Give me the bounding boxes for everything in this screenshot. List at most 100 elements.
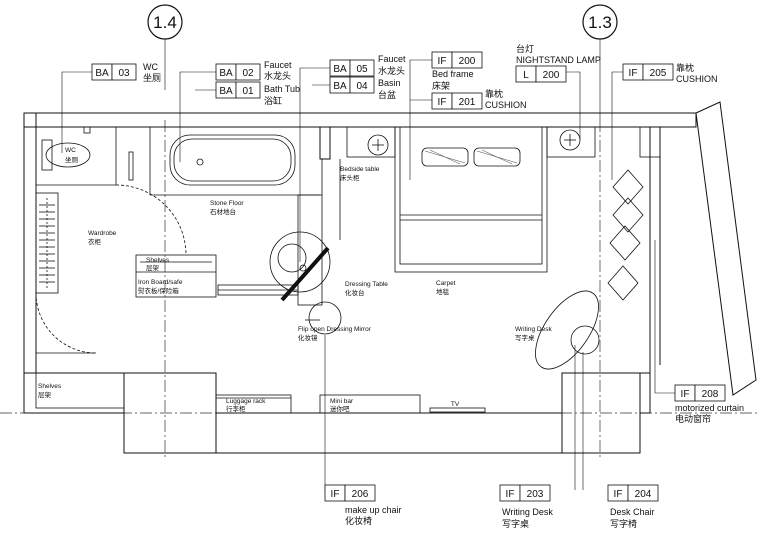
svg-text:203: 203 xyxy=(527,489,544,500)
svg-text:衣柜: 衣柜 xyxy=(88,237,102,246)
svg-text:IF: IF xyxy=(438,56,447,67)
svg-text:206: 206 xyxy=(352,489,369,500)
svg-text:IF: IF xyxy=(681,389,690,400)
svg-text:化妆台: 化妆台 xyxy=(345,288,365,297)
callout-if-204: IF 204 Desk Chair 写字椅 xyxy=(607,484,659,529)
svg-text:化妆椅: 化妆椅 xyxy=(345,515,372,526)
svg-text:熨衣板/保险箱: 熨衣板/保险箱 xyxy=(138,286,179,295)
room-labels: WC 坐厕 Wardrobe 衣柜 Stone Floor 石材地台 Bedsi… xyxy=(38,147,552,413)
window-cushions xyxy=(607,169,644,301)
svg-text:204: 204 xyxy=(635,489,652,500)
callout-if-201: IF 201 靠枕 CUSHION xyxy=(431,88,527,110)
bottom-furniture xyxy=(35,372,486,453)
svg-text:BA: BA xyxy=(95,68,109,79)
grid-axes xyxy=(0,38,760,460)
svg-text:IF: IF xyxy=(506,489,515,500)
svg-text:浴缸: 浴缸 xyxy=(264,95,282,106)
grid-bubble-right: 1.3 xyxy=(582,4,618,40)
svg-text:Bath Tub: Bath Tub xyxy=(264,84,300,94)
svg-text:写字桌: 写字桌 xyxy=(515,333,535,342)
svg-text:make up chair: make up chair xyxy=(345,505,402,515)
svg-text:03: 03 xyxy=(118,68,130,79)
svg-text:Dressing Table: Dressing Table xyxy=(345,281,388,288)
svg-text:CUSHION: CUSHION xyxy=(676,74,718,84)
svg-text:motorized curtain: motorized curtain xyxy=(675,403,744,413)
svg-text:Shelves: Shelves xyxy=(38,383,62,390)
writing-desk xyxy=(535,290,600,370)
svg-text:坐厕: 坐厕 xyxy=(65,155,79,164)
svg-text:Mini bar: Mini bar xyxy=(330,398,354,405)
svg-text:TV: TV xyxy=(451,401,460,408)
svg-text:201: 201 xyxy=(459,97,476,108)
svg-text:05: 05 xyxy=(356,64,368,75)
svg-text:台灯: 台灯 xyxy=(516,43,534,54)
svg-text:床头柜: 床头柜 xyxy=(340,173,360,182)
svg-text:Stone Floor: Stone Floor xyxy=(210,200,244,207)
svg-text:写字桌: 写字桌 xyxy=(502,518,529,529)
svg-text:BA: BA xyxy=(219,68,233,79)
svg-text:WC: WC xyxy=(65,147,76,154)
grid-label-right: 1.3 xyxy=(588,13,612,32)
svg-text:WC: WC xyxy=(143,62,158,72)
callout-if-200: IF 200 Bed frame 床架 xyxy=(431,51,483,91)
svg-text:IF: IF xyxy=(438,97,447,108)
svg-text:BA: BA xyxy=(333,64,347,75)
svg-text:04: 04 xyxy=(356,81,368,92)
grid-label-left: 1.4 xyxy=(153,13,177,32)
leader-lines xyxy=(61,59,675,490)
callout-if-206: IF 206 make up chair 化妆椅 xyxy=(324,484,402,526)
callout-ba-02: BA 02 Faucet 水龙头 xyxy=(215,60,292,81)
svg-text:电动窗帘: 电动窗帘 xyxy=(675,413,711,424)
svg-text:02: 02 xyxy=(242,68,254,79)
svg-text:208: 208 xyxy=(702,389,719,400)
svg-text:水龙头: 水龙头 xyxy=(264,70,291,81)
svg-text:Faucet: Faucet xyxy=(378,54,406,64)
svg-text:L: L xyxy=(523,70,529,81)
svg-text:IF: IF xyxy=(614,489,623,500)
svg-text:化妆镜: 化妆镜 xyxy=(298,333,318,342)
svg-text:Writing Desk: Writing Desk xyxy=(515,326,552,333)
svg-text:层架: 层架 xyxy=(38,391,52,399)
svg-text:Carpet: Carpet xyxy=(436,280,456,287)
svg-text:台盆: 台盆 xyxy=(378,89,396,100)
grid-bubble-left: 1.4 xyxy=(147,4,183,40)
wardrobe xyxy=(35,192,97,354)
svg-text:200: 200 xyxy=(543,70,560,81)
svg-text:Wardrobe: Wardrobe xyxy=(88,230,117,237)
svg-text:Bed frame: Bed frame xyxy=(432,69,474,79)
svg-text:Faucet: Faucet xyxy=(264,60,292,70)
svg-text:迷你吧: 迷你吧 xyxy=(330,404,350,413)
callout-ba-04: BA 04 Basin 台盆 xyxy=(329,76,401,100)
callout-ba-03: BA 03 WC 坐厕 xyxy=(91,62,161,83)
svg-text:靠枕: 靠枕 xyxy=(676,62,694,73)
svg-text:石材地台: 石材地台 xyxy=(210,207,236,216)
svg-text:Luggage rack: Luggage rack xyxy=(226,398,266,405)
callout-if-203: IF 203 Writing Desk 写字桌 xyxy=(499,484,553,529)
callout-if-208: IF 208 motorized curtain 电动窗帘 xyxy=(674,384,744,424)
svg-text:写字椅: 写字椅 xyxy=(610,518,637,529)
svg-text:200: 200 xyxy=(459,56,476,67)
svg-text:01: 01 xyxy=(242,86,254,97)
dressing-area xyxy=(269,159,342,335)
svg-text:Flip open Dressing Mirror: Flip open Dressing Mirror xyxy=(298,326,372,333)
svg-text:层架: 层架 xyxy=(146,264,160,272)
svg-text:Basin: Basin xyxy=(378,78,401,88)
bed xyxy=(339,126,661,273)
svg-text:CUSHION: CUSHION xyxy=(485,100,527,110)
svg-text:床架: 床架 xyxy=(432,80,450,91)
svg-text:IF: IF xyxy=(629,68,638,79)
svg-text:NIGHTSTAND LAMP: NIGHTSTAND LAMP xyxy=(516,55,601,65)
callout-ba-05: BA 05 Faucet 水龙头 xyxy=(329,54,406,77)
bathroom xyxy=(36,126,320,256)
svg-text:Desk Chair: Desk Chair xyxy=(610,507,655,517)
closet-units xyxy=(135,254,299,298)
walls xyxy=(23,101,757,454)
svg-text:行李柜: 行李柜 xyxy=(226,404,246,413)
svg-text:Shelves: Shelves xyxy=(146,257,170,264)
svg-text:Iron Board/safe: Iron Board/safe xyxy=(138,279,183,286)
callout-l-200: 台灯 NIGHTSTAND LAMP L 200 xyxy=(515,43,601,83)
svg-text:IF: IF xyxy=(331,489,340,500)
svg-text:205: 205 xyxy=(650,68,667,79)
svg-text:BA: BA xyxy=(219,86,233,97)
